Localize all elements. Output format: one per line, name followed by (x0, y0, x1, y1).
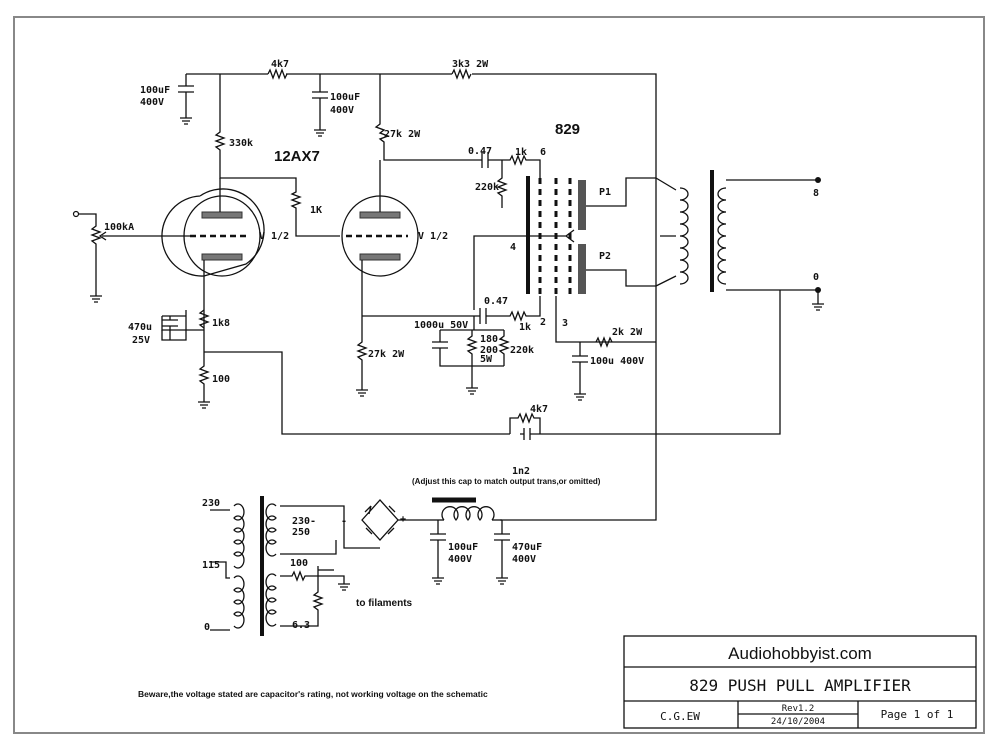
label-cap-100uf-b: 100uF (330, 92, 360, 103)
title-block (623, 635, 977, 729)
volume-pot (72, 210, 190, 303)
label-200: 200 (480, 345, 498, 356)
829-bias-network (432, 329, 510, 395)
label-psu-c1: 100uF (448, 542, 478, 553)
label-100-cathode: 100 (212, 374, 230, 385)
label-fil-6-3: 6.3 (292, 620, 310, 631)
label-12ax7: 12AX7 (274, 148, 320, 165)
label-rect-plus: + (400, 514, 406, 525)
power-transformer (210, 496, 380, 636)
label-psu-c2: 470uF (512, 542, 542, 553)
bridge-rectifier (361, 499, 430, 541)
label-180: 180- (480, 334, 504, 345)
label-pin-4: 4 (510, 242, 516, 253)
b-plus-rail (178, 68, 657, 150)
title-block-revision: Rev1.2 (782, 704, 815, 714)
feedback-network (509, 412, 541, 440)
label-rect-minus: - (341, 516, 347, 527)
label-27k-bottom: 27k 2W (368, 349, 405, 360)
feedback-note: (Adjust this cap to match output trans,o… (412, 477, 601, 486)
screen-supply (572, 336, 613, 401)
label-cap-400v-a: 400V (140, 97, 164, 108)
label-470u: 470u (128, 322, 152, 333)
label-r-100-fil: 100 (290, 558, 308, 569)
label-1k-coupling: 1K (310, 205, 322, 216)
title-block-site: Audiohobbyist.com (728, 644, 872, 663)
sheet-border (13, 16, 985, 734)
label-829: 829 (555, 121, 580, 138)
psu-filter (430, 497, 510, 585)
label-1k8: 1k8 (212, 318, 230, 329)
label-1000u: 1000u 50V (414, 320, 468, 331)
tube-v2 (341, 74, 474, 397)
label-pin-3: 3 (562, 318, 568, 329)
label-1k-grid-bottom: 1k (519, 322, 531, 333)
label-100ka: 100kA (104, 222, 134, 233)
label-330k: 330k (229, 138, 253, 149)
label-220k-top: 220k (475, 182, 499, 193)
v1-cathode-network (161, 309, 510, 435)
title-block-author: C.G.EW (660, 710, 700, 723)
label-pt-0: 0 (204, 622, 210, 633)
label-3k3: 3k3 2W (452, 59, 489, 70)
label-cap-400v-b: 400V (330, 105, 354, 116)
tube-829 (473, 152, 656, 343)
label-4k7-fb: 4k7 (530, 404, 548, 415)
label-4k7-top: 4k7 (271, 59, 289, 70)
label-047-bottom: 0.47 (484, 296, 508, 307)
label-pt-115: 115 (202, 560, 220, 571)
label-25v: 25V (132, 335, 150, 346)
label-out-0: 0 (813, 272, 819, 283)
title-block-date: 24/10/2004 (771, 717, 825, 727)
label-100u-400v: 100u 400V (590, 356, 644, 367)
label-1k-grid-top: 1k (515, 147, 527, 158)
label-1n2: 1n2 (512, 466, 530, 477)
label-v1-section: V 1/2 (259, 231, 289, 242)
label-out-8: 8 (813, 188, 819, 199)
warning-note: Beware,the voltage stated are capacitor'… (138, 689, 488, 699)
title-block-page: Page 1 of 1 (881, 708, 954, 721)
label-p2: P2 (599, 251, 611, 262)
output-transformer (500, 150, 824, 521)
label-pin-2: 2 (540, 317, 546, 328)
label-cap-100uf-a: 100uF (140, 85, 170, 96)
label-pin-6: 6 (540, 147, 546, 158)
label-pt-sec-a: 230- (292, 516, 316, 527)
label-5w: 5W (480, 354, 493, 365)
label-220k-bottom: 220k (510, 345, 534, 356)
label-v2-section: V 1/2 (418, 231, 448, 242)
label-p1: P1 (599, 187, 611, 198)
label-2k: 2k 2W (612, 327, 643, 338)
label-pt-230: 230 (202, 498, 220, 509)
label-psu-c1-v: 400V (448, 554, 472, 565)
label-psu-c2-v: 400V (512, 554, 536, 565)
label-27k-top: 27k 2W (384, 129, 421, 140)
label-047-top: 0.47 (468, 146, 492, 157)
label-pt-sec-b: 250 (292, 527, 310, 538)
label-to-filaments: to filaments (356, 598, 413, 609)
title-block-title: 829 PUSH PULL AMPLIFIER (689, 676, 911, 695)
